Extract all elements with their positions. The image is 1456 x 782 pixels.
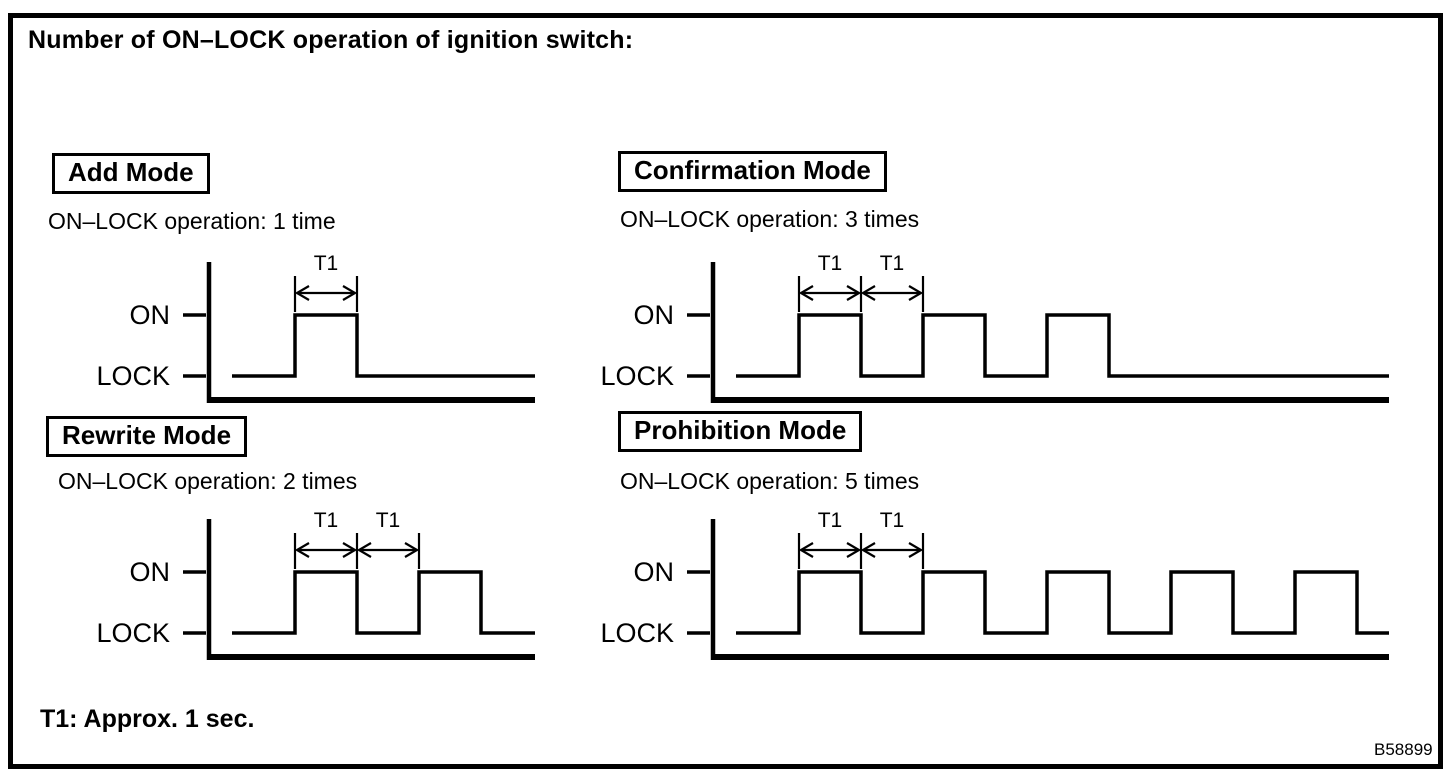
signal-trace: [232, 570, 535, 635]
t1-label: T1: [880, 509, 905, 532]
rewrite-mode-title: Rewrite Mode: [62, 420, 232, 450]
t1-arrowhead-left: [294, 542, 310, 558]
t1-arrowhead-right: [908, 542, 924, 558]
signal-trace: [736, 570, 1389, 635]
t1-arrowhead-left: [798, 542, 814, 558]
lock-level-label: LOCK: [600, 618, 674, 648]
lock-level-label: LOCK: [96, 618, 170, 648]
lock-level-label: LOCK: [96, 361, 170, 391]
t1-arrowhead-left: [798, 285, 814, 301]
t1-arrowhead-left: [356, 542, 372, 558]
rewrite-mode-operation-label: ON–LOCK operation: 2 times: [58, 468, 358, 494]
t1-label: T1: [314, 252, 339, 275]
on-level-label: ON: [634, 300, 675, 330]
t1-arrowhead-right: [846, 542, 862, 558]
confirmation-mode-title-box: Confirmation Mode: [618, 151, 887, 192]
lock-level-label: LOCK: [600, 361, 674, 391]
add-mode-title: Add Mode: [68, 157, 194, 187]
confirmation-mode-title: Confirmation Mode: [634, 155, 871, 185]
signal-trace: [232, 313, 535, 378]
confirmation-mode-operation-label: ON–LOCK operation: 3 times: [620, 206, 920, 232]
t1-arrowhead-right: [846, 285, 862, 301]
t1-label: T1: [314, 509, 339, 532]
on-level-label: ON: [130, 300, 171, 330]
t1-label: T1: [818, 252, 843, 275]
on-level-label: ON: [130, 557, 171, 587]
t1-arrowhead-left: [294, 285, 310, 301]
t1-arrowhead-right: [342, 542, 358, 558]
t1-arrowhead-right: [404, 542, 420, 558]
t1-arrowhead-left: [860, 542, 876, 558]
confirmation-mode-waveform: ON LOCK T1 T1: [600, 252, 1389, 403]
add-mode-waveform: ON LOCK T1: [96, 252, 535, 403]
add-mode-operation-label: ON–LOCK operation: 1 time: [48, 208, 336, 234]
t1-definition-note: T1: Approx. 1 sec.: [40, 705, 255, 733]
t1-label: T1: [376, 509, 401, 532]
rewrite-mode-waveform: ON LOCK T1 T1: [96, 509, 535, 660]
t1-label: T1: [818, 509, 843, 532]
prohibition-mode-operation-label: ON–LOCK operation: 5 times: [620, 468, 920, 494]
t1-arrowhead-right: [342, 285, 358, 301]
prohibition-mode-waveform: ON LOCK T1 T1: [600, 509, 1389, 660]
add-mode-title-box: Add Mode: [52, 153, 210, 194]
diagram-title: Number of ON–LOCK operation of ignition …: [28, 26, 634, 54]
t1-arrowhead-left: [860, 285, 876, 301]
figure-reference-code: B58899: [1374, 740, 1433, 759]
signal-trace: [736, 313, 1389, 378]
on-level-label: ON: [634, 557, 675, 587]
prohibition-mode-title: Prohibition Mode: [634, 415, 847, 445]
t1-arrowhead-right: [908, 285, 924, 301]
prohibition-mode-title-box: Prohibition Mode: [618, 411, 863, 452]
rewrite-mode-title-box: Rewrite Mode: [46, 416, 248, 457]
diagram-border-frame: [8, 13, 1443, 769]
t1-label: T1: [880, 252, 905, 275]
